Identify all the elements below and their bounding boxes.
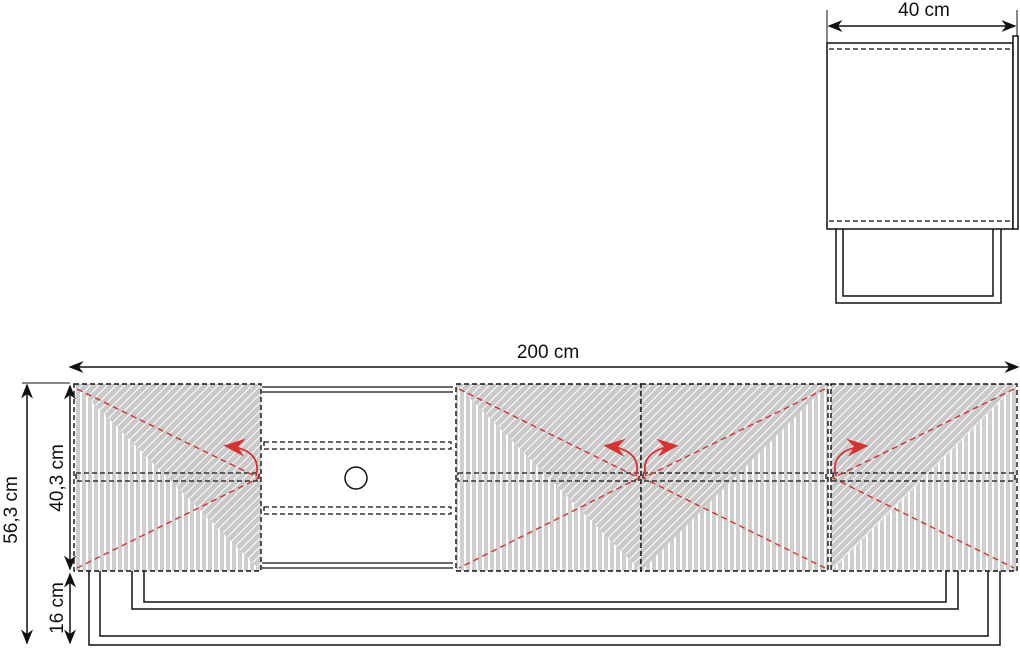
opening-direction-line bbox=[76, 388, 261, 569]
total-height-label: 56,3 cm bbox=[1, 476, 22, 544]
leg-height-label: 16 cm bbox=[47, 582, 68, 634]
front-view bbox=[68, 361, 1020, 646]
width-label: 200 cm bbox=[517, 342, 579, 363]
door-pattern bbox=[641, 384, 828, 571]
door-pattern bbox=[456, 384, 641, 571]
door-pattern bbox=[831, 384, 1017, 571]
opening-arrow-icon bbox=[644, 438, 679, 477]
body-height-label: 40,3 cm bbox=[47, 444, 68, 512]
side-view bbox=[826, 10, 1019, 304]
depth-label: 40 cm bbox=[898, 0, 950, 21]
opening-direction-line bbox=[641, 388, 826, 569]
opening-direction-line bbox=[831, 388, 1015, 569]
leg-frame bbox=[88, 571, 1001, 646]
door-pattern bbox=[74, 384, 261, 571]
cable-hole bbox=[344, 466, 368, 490]
opening-arrow-icon bbox=[834, 438, 869, 477]
open-shelf-section bbox=[262, 386, 453, 569]
opening-arrow-icon bbox=[603, 438, 638, 477]
opening-direction-line bbox=[458, 388, 641, 569]
opening-arrow-icon bbox=[223, 438, 258, 477]
